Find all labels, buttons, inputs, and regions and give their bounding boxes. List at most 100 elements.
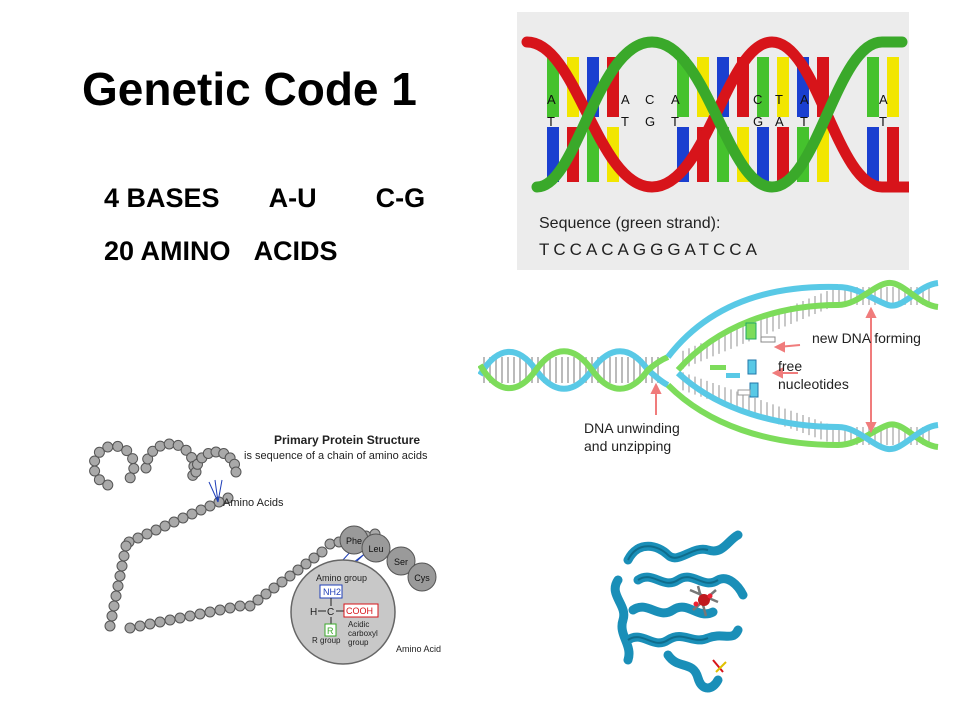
amino-bead: [174, 612, 186, 624]
sequence-caption: Sequence (green strand):: [539, 215, 720, 232]
protein-svg: Primary Protein Structure is sequence of…: [89, 433, 441, 665]
amino-group-label: Amino group: [316, 573, 367, 583]
amino-bead: [120, 540, 132, 552]
amino-bead: [141, 528, 153, 540]
ribbon-svg: [610, 530, 748, 693]
residue-ser: Ser: [394, 557, 408, 567]
h-label: H: [310, 607, 317, 618]
amino-acids-label: Amino Acids: [223, 497, 284, 509]
carbon-label: C: [327, 607, 334, 618]
amino-bead: [93, 446, 105, 458]
bottom-base-letter: T: [547, 114, 555, 129]
amino-bead: [260, 588, 272, 600]
bases-count: 4 BASES: [104, 183, 220, 213]
amino-bead: [252, 594, 264, 606]
amino-bead: [140, 462, 152, 474]
amino-bead: [284, 570, 296, 582]
pair-au: A-U: [268, 183, 317, 213]
label-free: free: [778, 358, 802, 374]
amino-bead: [214, 604, 226, 616]
amino-bead: [108, 600, 120, 612]
amino-bead: [163, 438, 175, 450]
lower-strand-green: [665, 382, 939, 450]
base-bottom: [777, 127, 789, 182]
amino-bead: [110, 590, 122, 602]
base-bottom: [757, 127, 769, 182]
label-new-dna: new DNA forming: [812, 330, 921, 346]
base-top: [887, 57, 899, 117]
amino-bead: [112, 580, 124, 592]
amino-bead: [127, 453, 139, 465]
dna-replication-image: new DNA forming free nucleotides DNA unw…: [477, 265, 940, 465]
r-label: R: [327, 626, 334, 636]
amino-bead: [154, 440, 166, 452]
amino-bead: [159, 520, 171, 532]
replication-svg: new DNA forming free nucleotides DNA unw…: [477, 280, 939, 454]
amino-bead: [224, 602, 236, 614]
bottom-base-letter: G: [645, 114, 655, 129]
r-group-label: R group: [312, 636, 341, 645]
strand-green: [531, 36, 908, 193]
amino-bead: [89, 455, 101, 467]
label-unzipping: and unzipping: [584, 438, 671, 454]
base-top: [777, 57, 789, 117]
top-base-letter: A: [621, 92, 630, 107]
acidic-label-1: Acidic: [348, 620, 369, 629]
amino-bead: [234, 600, 246, 612]
lower-strand-cyan: [675, 370, 939, 452]
protein-ribbon-image: [598, 520, 758, 700]
left-strand-green: [477, 348, 670, 392]
amino-bead: [102, 479, 114, 491]
sequence-value: TCCACAGGGATCCA: [539, 240, 761, 259]
amino-bead: [268, 582, 280, 594]
residue-leu: Leu: [368, 544, 383, 554]
top-base-letter: C: [645, 92, 654, 107]
amino-bead: [222, 492, 234, 504]
base-top: [867, 57, 879, 117]
bottom-base-letter: A: [775, 114, 784, 129]
amino-bead: [300, 558, 312, 570]
amino-bead: [164, 614, 176, 626]
amino-bead: [104, 620, 116, 632]
amino-bead: [184, 610, 196, 622]
amino-bead: [180, 444, 192, 456]
bottom-base-letter: T: [621, 114, 629, 129]
protein-title: Primary Protein Structure: [274, 433, 420, 447]
amino-bead: [324, 538, 336, 550]
amino-bead: [134, 620, 146, 632]
amino-bead: [116, 560, 128, 572]
amino-bead: [106, 610, 118, 622]
amino-bead: [244, 600, 256, 612]
amino-bead: [128, 463, 140, 474]
amino-bead: [194, 608, 206, 620]
amino-bead: [147, 445, 159, 457]
bottom-base-letter: T: [800, 114, 808, 129]
amino-bead: [172, 439, 184, 451]
amino-bead: [195, 504, 207, 516]
top-base-letter: A: [547, 92, 556, 107]
protein-subtitle: is sequence of a chain of amino acids: [244, 450, 428, 462]
amino-bead: [114, 570, 126, 582]
amino-bead: [177, 512, 189, 524]
amino-bead: [276, 576, 288, 588]
amino-bead: [168, 516, 180, 528]
bottom-base-letter: G: [753, 114, 763, 129]
pair-cg: C-G: [375, 183, 426, 213]
amino-bead: [121, 445, 133, 457]
label-nucleotides: nucleotides: [778, 376, 849, 392]
amino-bead: [102, 441, 114, 453]
amino-bead: [89, 465, 101, 477]
upper-strand-green: [675, 280, 939, 372]
top-base-letter: A: [671, 92, 680, 107]
bullet-amino-acids: 20 AMINO ACIDS: [104, 236, 338, 267]
amino-count: 20 AMINO: [104, 236, 231, 266]
base-top: [547, 57, 559, 117]
amino-bead: [186, 508, 198, 520]
nh2-label: NH2: [323, 587, 341, 597]
top-base-letter: A: [879, 92, 888, 107]
upper-strand-cyan: [665, 280, 939, 359]
amino-acid-label: Amino Acid: [396, 644, 441, 654]
residue-phe: Phe: [346, 536, 362, 546]
